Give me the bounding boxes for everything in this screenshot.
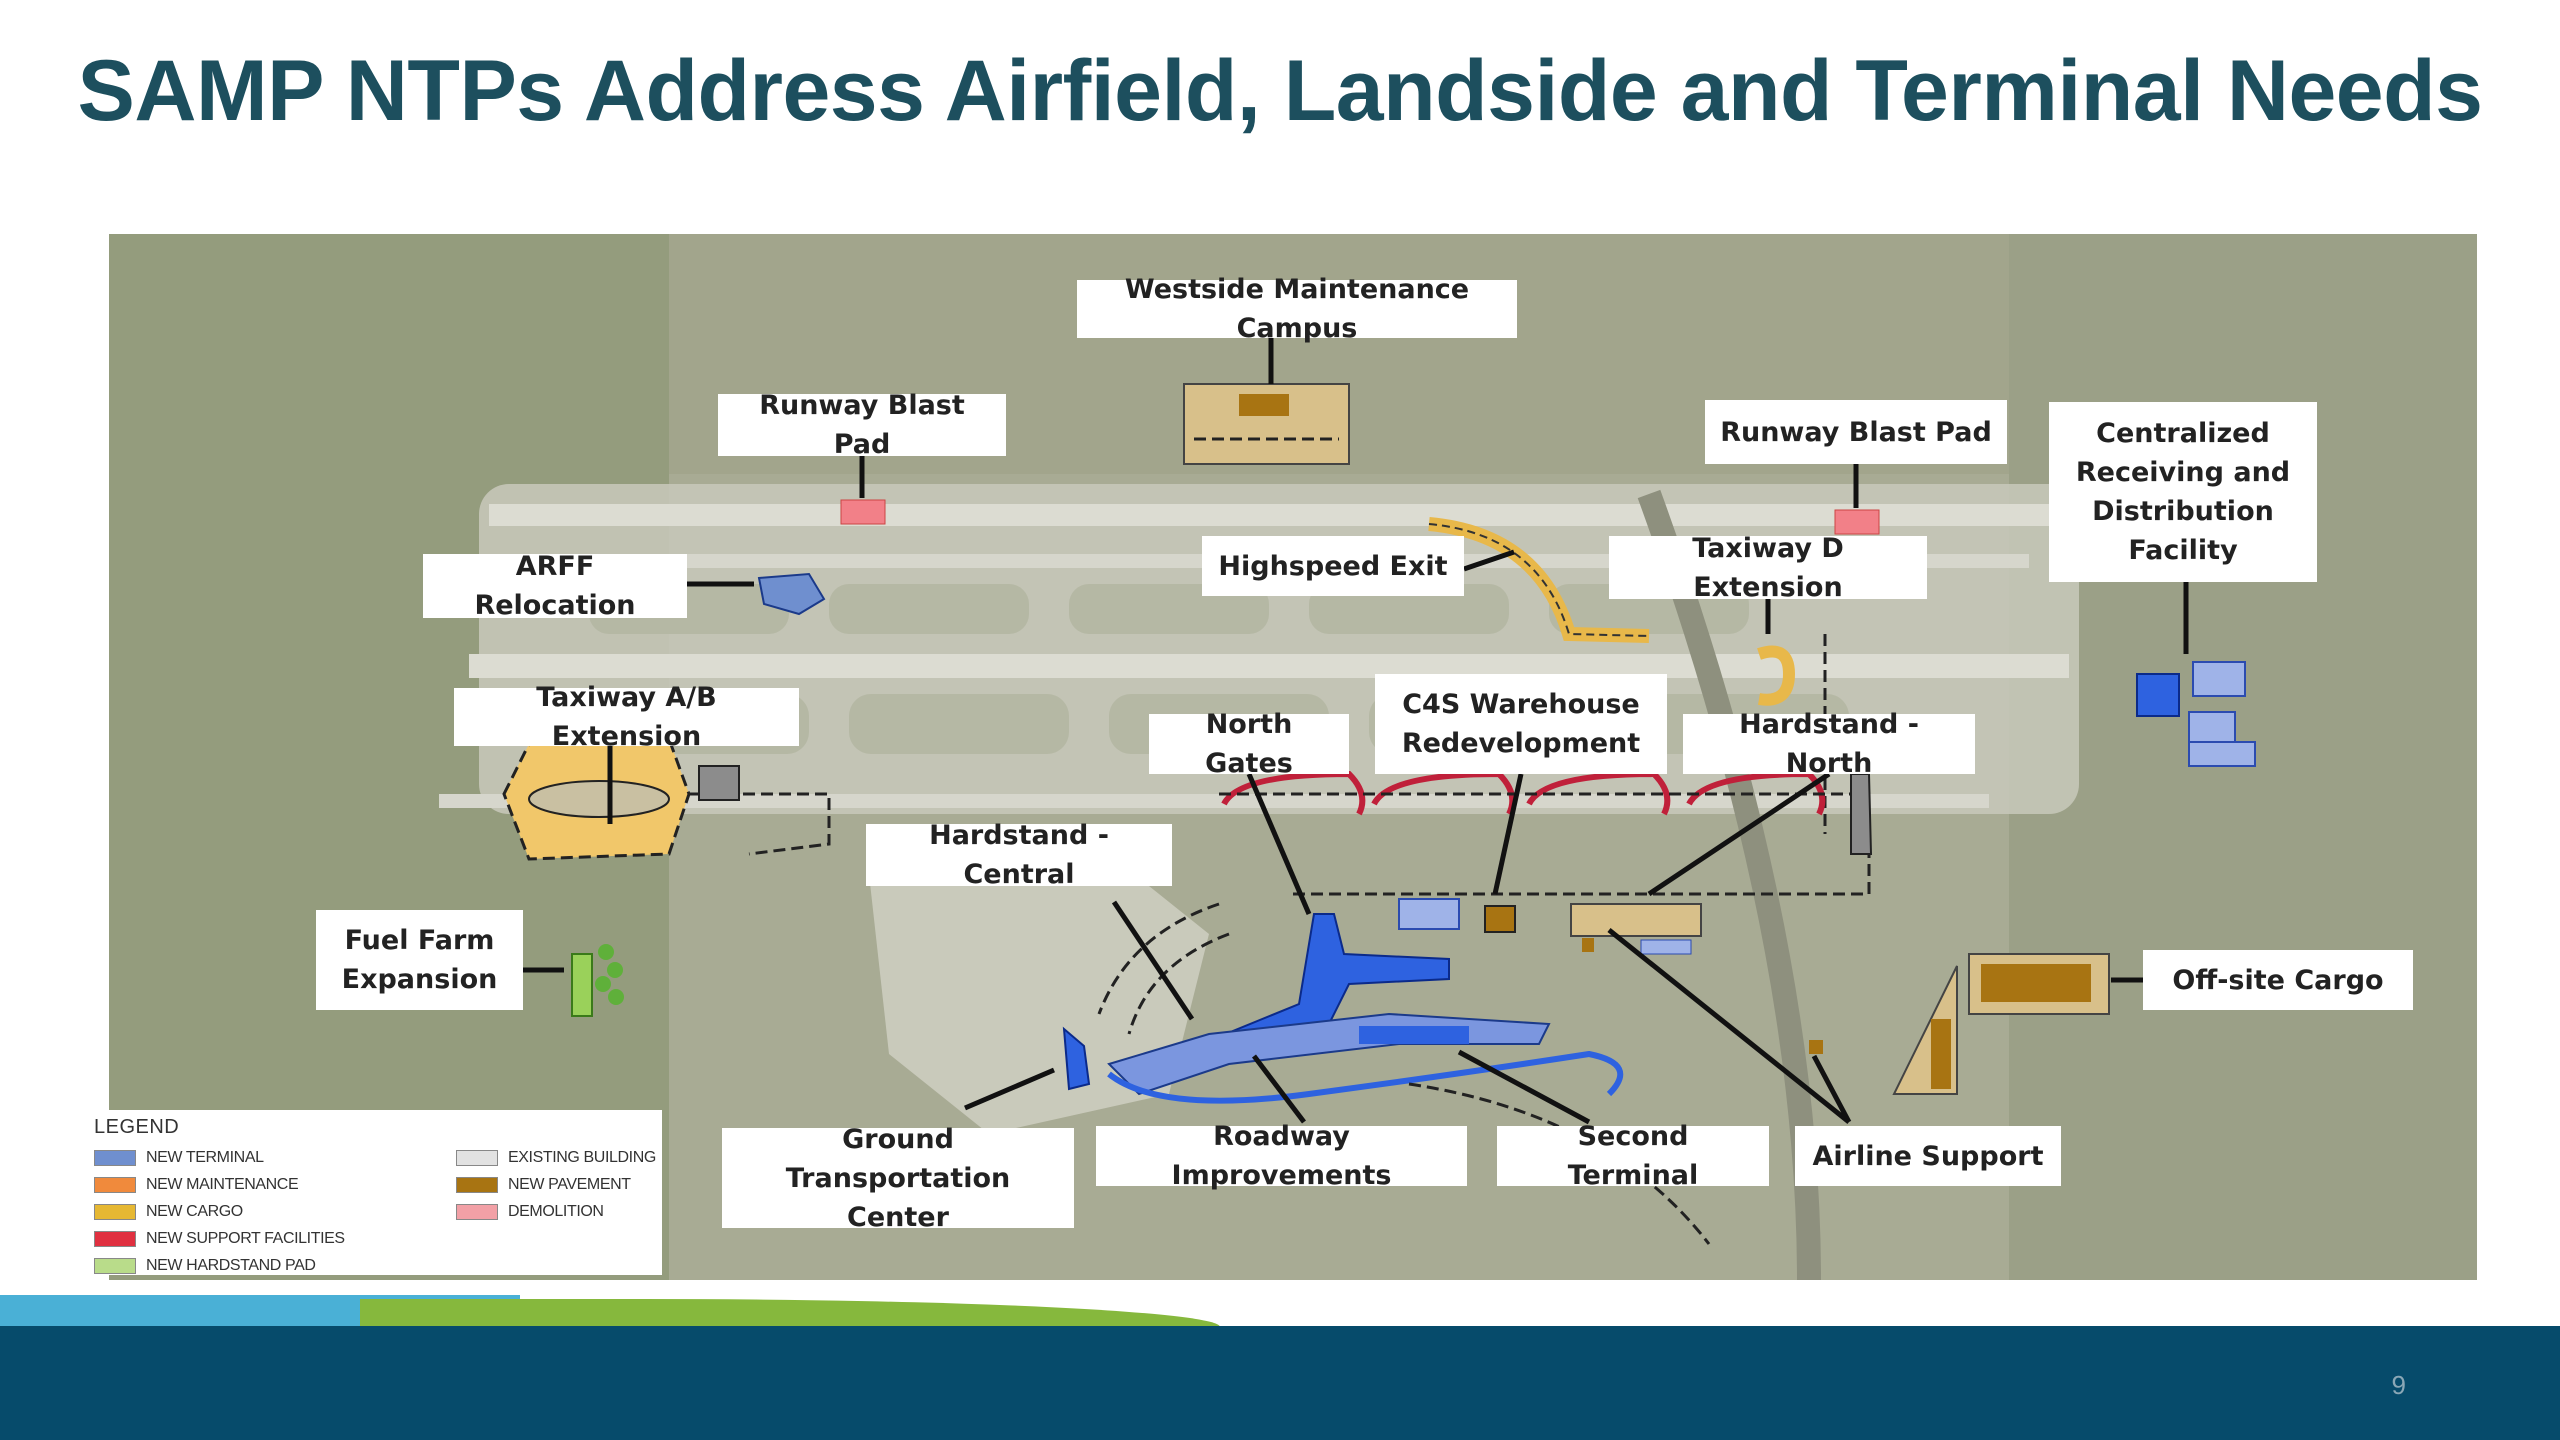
legend-swatch — [94, 1230, 136, 1247]
legend-swatch — [94, 1176, 136, 1193]
legend-label: NEW PAVEMENT — [508, 1175, 631, 1193]
legend-column-left: NEW TERMINAL NEW MAINTENANCE NEW CARGO NEW … — [94, 1144, 345, 1279]
callout-c4s-warehouse-redevelopment: C4S Warehouse Redevelopment — [1375, 674, 1667, 774]
slide-title: SAMP NTPs Address Airfield, Landside and… — [77, 43, 2483, 139]
legend-swatch — [94, 1149, 136, 1166]
callout-runway-blast-pad-west: Runway Blast Pad — [718, 390, 1006, 460]
blast-pad-west — [840, 499, 886, 525]
centralized-receiving-building — [2136, 673, 2180, 717]
legend-swatch — [94, 1203, 136, 1220]
airline-support-small-1 — [1582, 938, 1594, 952]
westside-maintenance-footprint — [1183, 383, 1350, 465]
north-demolition — [1850, 773, 1873, 855]
legend-swatch — [94, 1257, 136, 1274]
legend-item-left-0: NEW TERMINAL — [94, 1144, 345, 1171]
roadway-improvements — [1107, 1050, 1624, 1104]
legend-label: DEMOLITION — [508, 1202, 604, 1220]
north-gates-holdroom — [1398, 898, 1460, 930]
callout-north-gates: North Gates — [1149, 709, 1349, 779]
second-terminal-core — [1359, 1026, 1469, 1044]
fuel-tanks — [595, 944, 624, 1005]
hardstand-north-pads — [1221, 770, 1826, 816]
callout-taxiway-d-extension: Taxiway D Extension — [1609, 533, 1927, 603]
distribution-building-2 — [2188, 711, 2236, 745]
runway-1 — [489, 504, 2059, 526]
taxiway-parallel — [439, 794, 1989, 808]
legend-title: LEGEND — [94, 1116, 180, 1138]
airline-support-annex — [1640, 939, 1692, 955]
callout-airline-support: Airline Support — [1795, 1126, 2061, 1186]
c4s-warehouse-building — [1484, 905, 1516, 933]
legend-label: NEW CARGO — [146, 1202, 243, 1220]
legend-item-right-1: NEW PAVEMENT — [456, 1171, 656, 1198]
callout-hardstand-north: Hardstand - North — [1683, 709, 1975, 779]
arff-facility — [757, 572, 826, 616]
callout-offsite-cargo: Off-site Cargo — [2143, 950, 2413, 1010]
distribution-building-3 — [2188, 741, 2256, 767]
callout-roadway-improvements: Roadway Improvements — [1096, 1121, 1467, 1191]
airline-support-building — [1570, 903, 1702, 937]
callout-westside-maintenance-campus: Westside Maintenance Campus — [1077, 274, 1517, 344]
callout-leader-lines — [523, 338, 2189, 1125]
accent-band-green — [360, 1299, 1220, 1327]
legend-item-left-4: NEW HARDSTAND PAD — [94, 1252, 345, 1279]
offsite-cargo-pavement — [1931, 1019, 1951, 1089]
hardstand-central-boundary-1 — [1097, 902, 1220, 1015]
runway-3 — [469, 654, 2069, 678]
legend-label: NEW MAINTENANCE — [146, 1175, 299, 1193]
north-gates-boundary — [1219, 792, 1871, 896]
taxiway-d-pavement — [1757, 645, 1796, 706]
legend-item-right-2: DEMOLITION — [456, 1198, 656, 1225]
callout-centralized-receiving-facility: Centralized Receiving and Distribution F… — [2049, 402, 2317, 582]
legend-item-left-1: NEW MAINTENANCE — [94, 1171, 345, 1198]
existing-building-demolition — [698, 765, 740, 801]
fuel-farm-pad — [571, 953, 593, 1017]
callout-highspeed-exit: Highspeed Exit — [1202, 536, 1464, 596]
legend-label: NEW HARDSTAND PAD — [146, 1256, 316, 1274]
legend-label: NEW SUPPORT FACILITIES — [146, 1229, 345, 1247]
legend-swatch — [456, 1176, 498, 1193]
callout-second-terminal: Second Terminal — [1497, 1121, 1769, 1191]
airport-aerial-map: Westside Maintenance Campus Runway Blast… — [109, 234, 2477, 1280]
legend-swatch — [456, 1203, 498, 1220]
distribution-building-1 — [2192, 661, 2246, 697]
legend-item-left-3: NEW SUPPORT FACILITIES — [94, 1225, 345, 1252]
legend-label: NEW TERMINAL — [146, 1148, 264, 1166]
callout-runway-blast-pad-east: Runway Blast Pad — [1705, 400, 2007, 464]
taxiway-ab-island — [528, 780, 670, 818]
legend-swatch — [456, 1149, 498, 1166]
callout-ground-transportation-center: Ground Transportation Center — [722, 1124, 1074, 1233]
page-number: 9 — [2391, 1370, 2406, 1400]
callout-fuel-farm-expansion: Fuel Farm Expansion — [316, 910, 523, 1010]
ground-transportation-building — [1062, 1026, 1091, 1091]
blast-pad-east — [1834, 509, 1880, 535]
highspeed-exit-edge — [1428, 523, 1650, 637]
legend-item-left-2: NEW CARGO — [94, 1198, 345, 1225]
airline-support-small-2 — [1809, 1040, 1823, 1054]
map-legend: LEGEND NEW TERMINAL NEW MAINTENANCE NEW CA… — [86, 1110, 662, 1275]
maintenance-building — [1239, 394, 1289, 416]
legend-item-right-0: EXISTING BUILDING — [456, 1144, 656, 1171]
callout-hardstand-central: Hardstand - Central — [866, 820, 1172, 890]
callout-taxiway-ab-extension: Taxiway A/B Extension — [454, 682, 799, 752]
taxiway-ab-boundary — [689, 792, 831, 856]
offsite-cargo-building — [1981, 964, 2091, 1002]
callout-arff-relocation: ARFF Relocation — [423, 551, 687, 621]
legend-label: EXISTING BUILDING — [508, 1148, 656, 1166]
legend-column-right: EXISTING BUILDING NEW PAVEMENT DEMOLITION — [456, 1144, 656, 1225]
footer-bar — [0, 1326, 2560, 1440]
